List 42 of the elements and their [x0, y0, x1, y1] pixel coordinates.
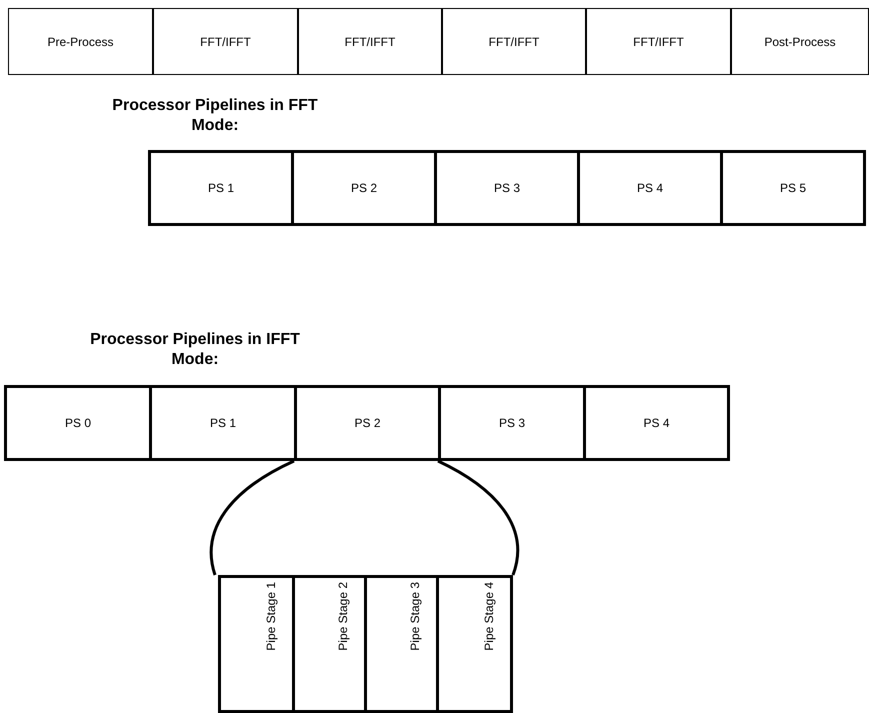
stage-label: Pipe Stage 1	[264, 582, 278, 651]
pipeline-stage-box	[4, 385, 152, 461]
stage-label: Pipe Stage 2	[336, 582, 350, 651]
box-label: PS 0	[64, 416, 91, 430]
process-box	[8, 8, 153, 75]
pipeline-stage-box	[291, 150, 437, 226]
process-box	[586, 8, 731, 75]
box-label: Pre-Process	[47, 34, 114, 48]
section-heading: Processor Pipelines in FFT Mode:	[111, 96, 319, 136]
process-box	[298, 8, 442, 75]
process-box	[153, 8, 298, 75]
pipe-stage-box	[218, 575, 295, 713]
box-label: PS 4	[636, 181, 663, 195]
process-box	[731, 8, 869, 75]
box-label: PS 3	[494, 181, 520, 195]
box-label: PS 4	[643, 416, 670, 430]
pipeline-stage-box	[438, 385, 586, 461]
pipeline-stage-box	[434, 150, 580, 226]
box-label: PS 3	[498, 416, 525, 430]
box-label: FFT/IFFT	[488, 34, 540, 48]
pipeline-stage-box	[583, 385, 730, 461]
process-box	[442, 8, 586, 75]
pipe-stage-box	[436, 575, 513, 713]
stage-label: Pipe Stage 4	[482, 582, 496, 651]
box-label: Post-Process	[764, 34, 836, 48]
pipeline-stage-box	[149, 385, 297, 461]
pipe-stage-box	[364, 575, 439, 713]
pipeline-stage-box	[148, 150, 294, 226]
stage-label: Pipe Stage 3	[408, 582, 422, 651]
box-label: PS 2	[350, 181, 377, 195]
box-label: PS 1	[210, 416, 236, 430]
pipeline-stage-box	[577, 150, 723, 226]
box-label: FFT/IFFT	[200, 34, 251, 48]
box-label: PS 1	[208, 181, 234, 195]
box-label: FFT/IFFT	[344, 34, 396, 48]
pipeline-stage-box	[294, 385, 441, 461]
box-label: PS 5	[780, 181, 806, 195]
box-label: FFT/IFFT	[633, 34, 684, 48]
box-label: PS 2	[354, 416, 380, 430]
section-heading: Processor Pipelines in IFFT Mode:	[89, 330, 301, 370]
pipeline-stage-box	[720, 150, 866, 226]
pipe-stage-box	[292, 575, 367, 713]
